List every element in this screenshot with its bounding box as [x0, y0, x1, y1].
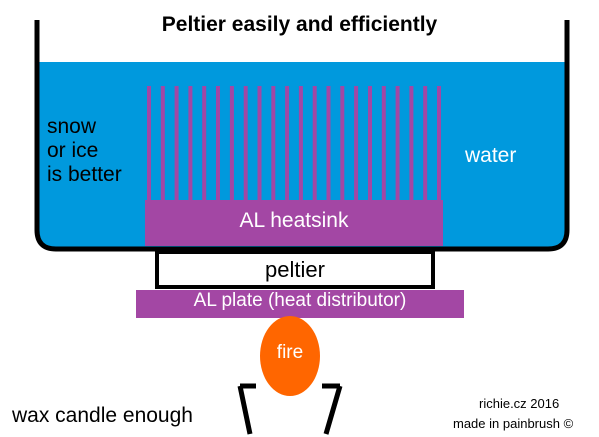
candle-holder: [237, 383, 343, 435]
heatsink-fin: [423, 86, 428, 202]
credit-line-2: made in painbrush ©: [453, 416, 574, 431]
heatsink-fin: [354, 86, 359, 202]
heatsink-fin: [437, 86, 441, 202]
flame: [260, 316, 320, 396]
water-container: [34, 20, 570, 252]
credit-line-1: richie.cz 2016: [479, 396, 560, 411]
heatsink-fin: [326, 86, 331, 202]
heatsink-fin: [271, 86, 276, 202]
snow-label-line-2: or ice: [47, 139, 99, 162]
heatsink-fin: [216, 86, 220, 202]
heatsink-fin: [243, 86, 248, 202]
heatsink-label: AL heatsink: [239, 209, 349, 232]
heatsink-fin: [395, 86, 400, 202]
snow-ice-label: snow or ice is better: [47, 115, 142, 187]
heatsink-fin: [285, 86, 290, 202]
snow-label-line-3: is better: [47, 163, 122, 186]
candle-label: wax candle enough: [12, 404, 193, 427]
fire-label: fire: [276, 342, 304, 363]
heatsink-fin: [202, 86, 207, 202]
heatsink-fin: [257, 86, 262, 202]
heatsink-fin: [229, 86, 234, 202]
al-plate: [136, 290, 464, 318]
heatsink-fin: [381, 86, 386, 202]
snow-label-line-1: snow: [47, 115, 97, 138]
peltier-module: [155, 250, 435, 289]
heatsink-fin: [188, 86, 193, 202]
heatsink-fin: [312, 86, 317, 202]
diagram-title: Peltier easily and efficiently: [161, 13, 438, 36]
heatsink-fin: [409, 86, 414, 202]
heatsink-fins: [147, 86, 441, 202]
peltier-label: peltier: [265, 257, 325, 282]
al-plate-label: AL plate (heat distributor): [193, 290, 407, 311]
heatsink-fin: [147, 86, 151, 202]
heatsink-fin: [340, 86, 345, 202]
heatsink-fin: [160, 86, 165, 202]
heatsink-fin: [368, 86, 372, 202]
heatsink-base: [145, 200, 443, 246]
heatsink-fin: [174, 86, 179, 202]
heatsink-fin: [298, 86, 303, 202]
water-label: water: [465, 144, 517, 167]
